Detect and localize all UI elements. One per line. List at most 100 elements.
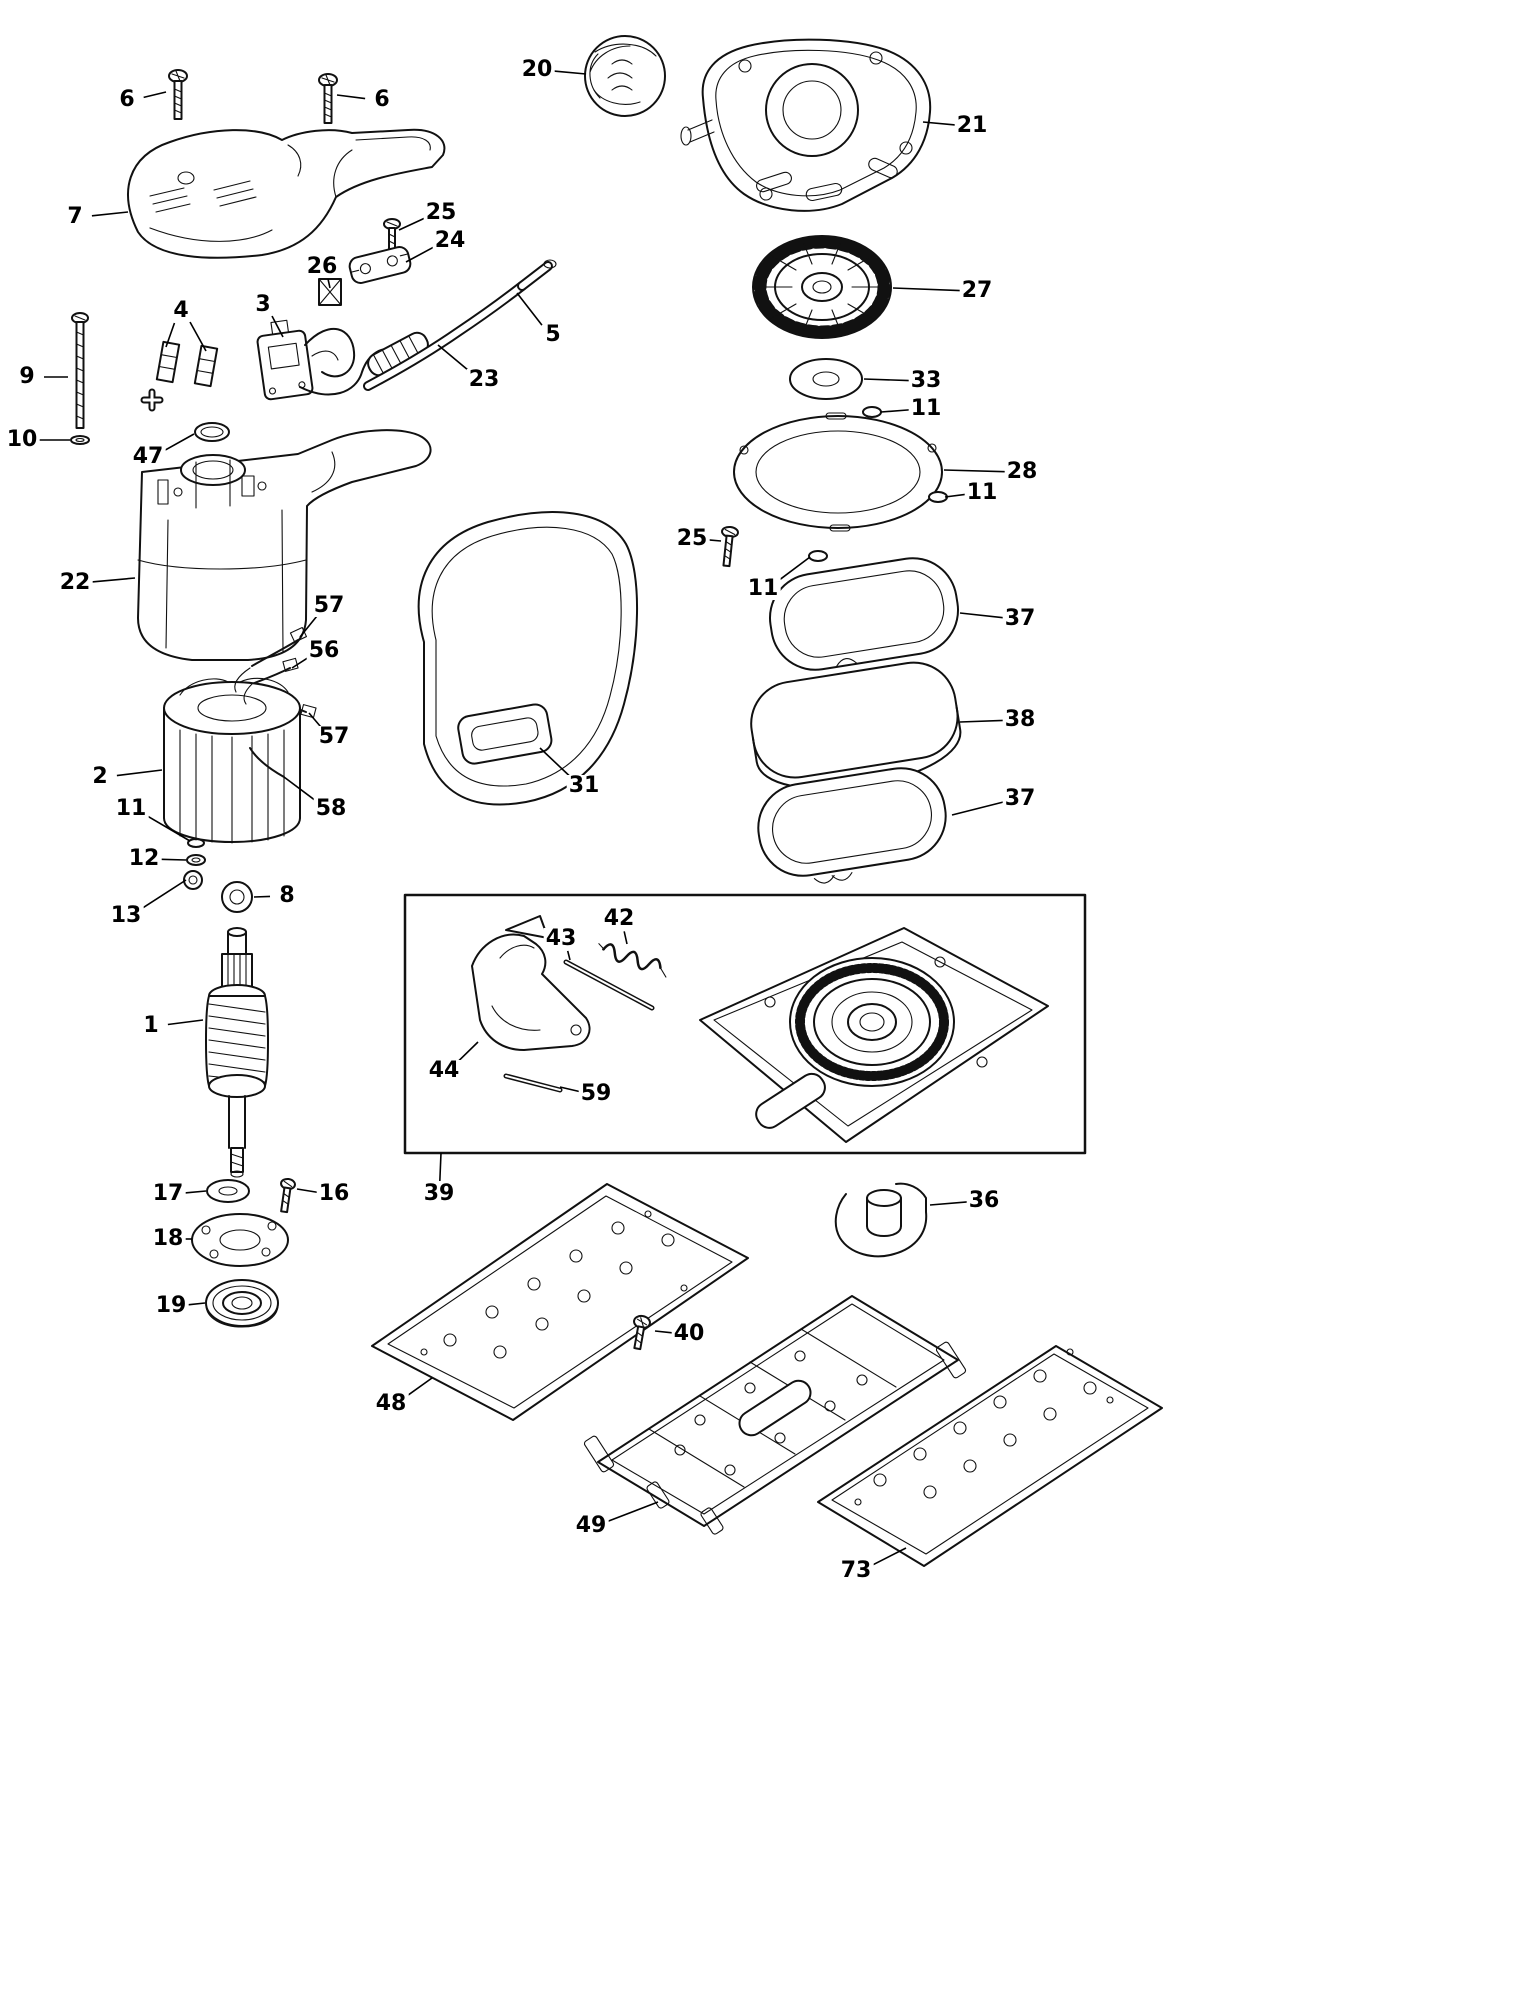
part-59-pin xyxy=(503,1073,563,1093)
part-callout-18: 18 xyxy=(150,1226,186,1251)
part-callout-6: 6 xyxy=(372,87,392,112)
leader-line-21 xyxy=(922,121,956,126)
part-4-brushes xyxy=(140,340,219,412)
leader-line-28 xyxy=(943,469,1006,473)
part-callout-47: 47 xyxy=(130,444,166,469)
part-33-washer xyxy=(789,358,863,400)
part-48-sanding-sheet xyxy=(371,1183,749,1421)
part-callout-7: 7 xyxy=(65,204,85,229)
part-callout-19: 19 xyxy=(153,1293,189,1318)
part-73-sanding-sheet xyxy=(817,1345,1163,1567)
leader-line-17 xyxy=(184,1190,207,1194)
part-callout-39: 39 xyxy=(421,1181,457,1206)
part-12-washer xyxy=(186,854,206,866)
part-1-armature xyxy=(205,927,269,1178)
part-callout-11: 11 xyxy=(908,396,944,421)
leader-line-11 xyxy=(145,814,191,842)
part-27-fan xyxy=(752,235,892,339)
part-callout-11: 11 xyxy=(964,480,1000,505)
part-22-field-housing xyxy=(137,429,432,661)
part-callout-57: 57 xyxy=(311,593,347,618)
part-callout-49: 49 xyxy=(573,1513,609,1538)
part-24-clamp xyxy=(348,246,412,284)
part-10-washer xyxy=(70,435,90,445)
part-callout-59: 59 xyxy=(578,1081,614,1106)
leader-line-6 xyxy=(336,94,366,100)
leader-line-22 xyxy=(91,577,136,583)
part-callout-4: 4 xyxy=(171,298,191,323)
part-callout-11: 11 xyxy=(745,576,781,601)
leader-line-23 xyxy=(437,344,471,373)
part-callout-16: 16 xyxy=(316,1181,352,1206)
part-58-lead-wire xyxy=(249,747,285,778)
part-callout-73: 73 xyxy=(838,1558,874,1583)
part-42-spring xyxy=(598,943,667,978)
leader-line-33 xyxy=(863,378,910,382)
part-6-screw xyxy=(168,69,188,120)
leader-line-11 xyxy=(776,556,811,583)
leader-line-19 xyxy=(187,1302,206,1306)
leader-line-37 xyxy=(951,801,1004,816)
leader-line-7 xyxy=(91,211,129,217)
part-callout-40: 40 xyxy=(671,1321,707,1346)
leader-line-13 xyxy=(140,879,187,910)
part-callout-48: 48 xyxy=(373,1391,409,1416)
part-39-kit-box xyxy=(403,893,1087,1155)
part-36-pad-support xyxy=(834,1182,928,1258)
leader-line-26 xyxy=(327,278,331,289)
part-25-screw xyxy=(721,525,739,568)
part-44-lever xyxy=(471,915,591,1051)
leader-line-57 xyxy=(299,614,319,638)
part-11-ring xyxy=(187,406,948,848)
leader-line-42 xyxy=(623,931,628,945)
part-40-screw xyxy=(633,1314,651,1351)
part-callout-11: 11 xyxy=(113,796,149,821)
part-callout-27: 27 xyxy=(959,278,995,303)
part-callout-28: 28 xyxy=(1004,459,1040,484)
part-21-cover xyxy=(680,38,932,212)
leader-line-3 xyxy=(271,315,284,338)
leader-line-59 xyxy=(559,1086,580,1093)
part-callout-37: 37 xyxy=(1002,786,1038,811)
part-callout-37: 37 xyxy=(1002,606,1038,631)
leader-line-25 xyxy=(398,217,426,231)
part-callout-10: 10 xyxy=(4,427,40,452)
part-callout-8: 8 xyxy=(277,883,297,908)
part-callout-31: 31 xyxy=(566,773,602,798)
leader-line-73 xyxy=(871,1547,907,1567)
leader-line-57 xyxy=(308,712,323,729)
part-16-screw xyxy=(280,1177,296,1214)
leader-line-36 xyxy=(929,1201,968,1206)
part-callout-3: 3 xyxy=(253,292,273,317)
part-callout-42: 42 xyxy=(601,906,637,931)
leader-line-43 xyxy=(566,950,571,961)
leader-line-40 xyxy=(654,1330,673,1334)
part-callout-20: 20 xyxy=(519,57,555,82)
leader-line-24 xyxy=(405,245,436,263)
part-callout-58: 58 xyxy=(313,796,349,821)
leader-line-56 xyxy=(291,656,310,669)
part-7-upper-housing xyxy=(127,128,446,259)
leader-line-47 xyxy=(162,433,195,452)
leader-line-27 xyxy=(892,287,961,292)
part-37-frame xyxy=(768,557,960,671)
leader-line-6 xyxy=(143,91,167,99)
part-callout-22: 22 xyxy=(57,570,93,595)
part-callout-43: 43 xyxy=(543,926,579,951)
part-31-dust-bag xyxy=(417,511,639,806)
leader-line-48 xyxy=(404,1377,433,1398)
part-callout-1: 1 xyxy=(141,1013,161,1038)
leader-line-11 xyxy=(880,409,910,413)
part-13-nut xyxy=(183,870,203,890)
leader-line-1 xyxy=(167,1019,204,1026)
part-callout-36: 36 xyxy=(966,1188,1002,1213)
part-callout-13: 13 xyxy=(108,903,144,928)
part-callout-12: 12 xyxy=(126,846,162,871)
part-callout-57: 57 xyxy=(316,724,352,749)
leader-line-12 xyxy=(160,858,187,861)
part-callout-2: 2 xyxy=(90,764,110,789)
part-callout-25: 25 xyxy=(674,526,710,551)
part-callout-23: 23 xyxy=(466,367,502,392)
part-49-base-frame xyxy=(583,1295,967,1535)
